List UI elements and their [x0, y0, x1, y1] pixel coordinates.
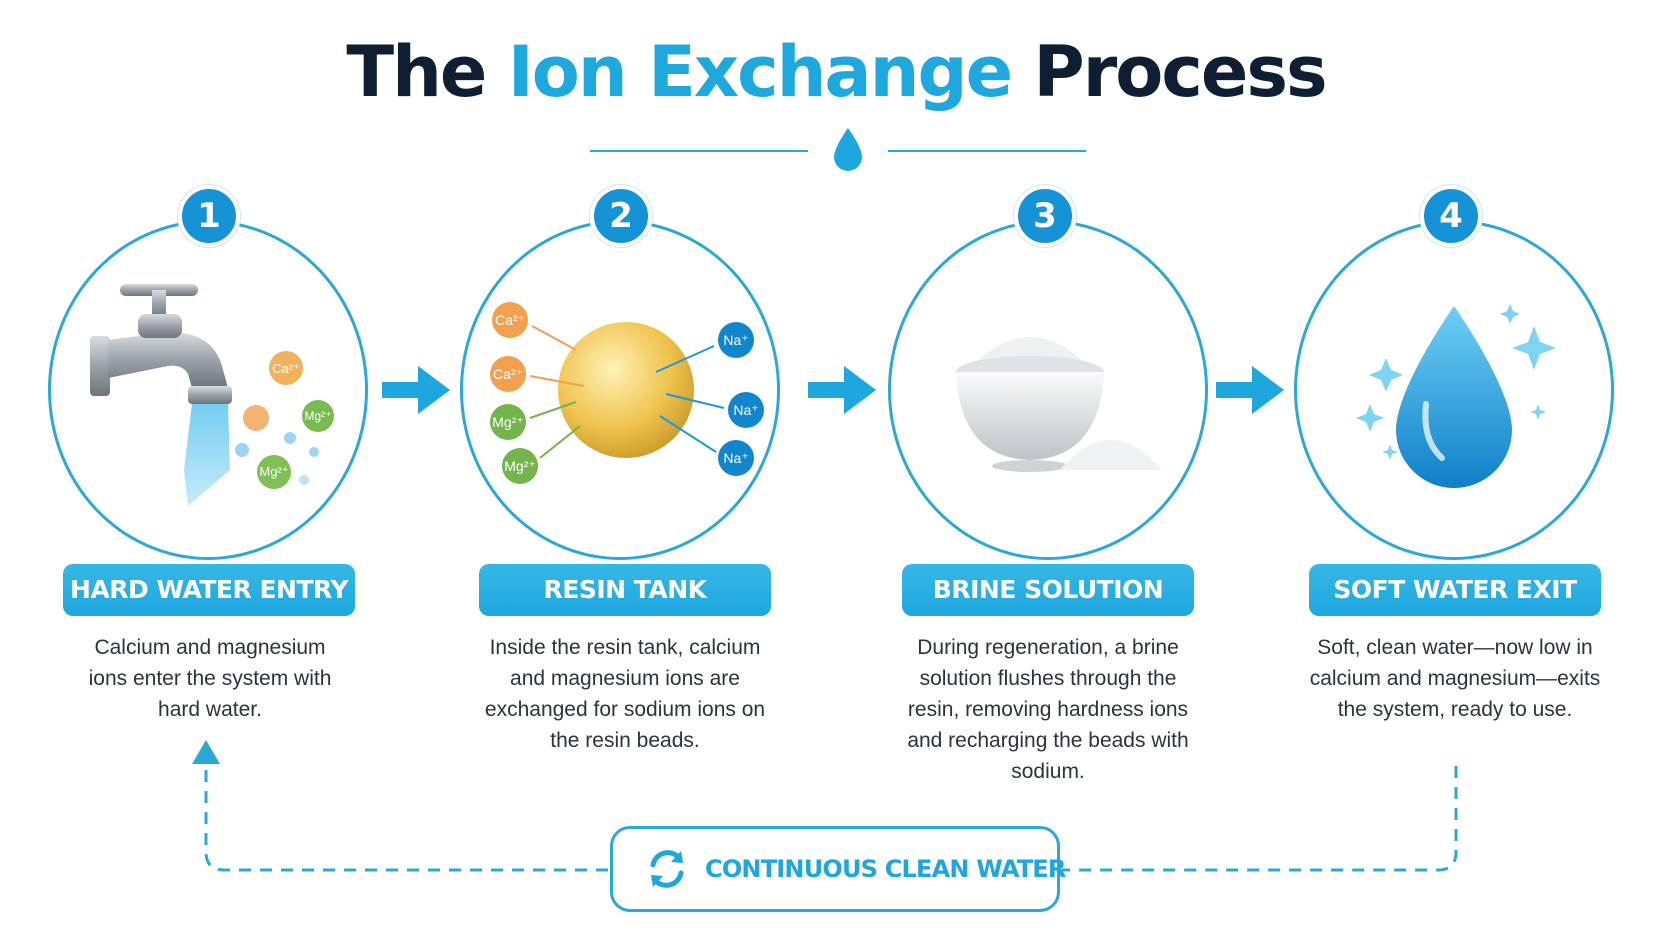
ion-ca-badge: Ca²⁺ — [272, 361, 300, 376]
ion-na-badge: Na⁺ — [733, 402, 759, 418]
cycle-pill: CONTINUOUS CLEAN WATER — [610, 826, 1066, 912]
arrow-right-icon — [382, 366, 450, 414]
step-1-number: 1 — [178, 185, 240, 247]
ion-na-badge: Na⁺ — [723, 450, 749, 466]
step-4-description: Soft, clean water—now low in calcium and… — [1309, 636, 1601, 721]
title-part-3: Process — [1011, 31, 1327, 113]
water-drop-icon — [1356, 304, 1556, 488]
recycle-icon — [650, 850, 684, 888]
arrow-right-icon — [1216, 366, 1284, 414]
cycle-label: CONTINUOUS CLEAN WATER — [705, 855, 1066, 883]
step-4-number: 4 — [1420, 185, 1482, 247]
arrow-right-icon — [808, 366, 876, 414]
step-3-label: BRINE SOLUTION — [902, 564, 1194, 616]
step-3-description: During regeneration, a brine solution fl… — [907, 636, 1189, 783]
step-2-description: Inside the resin tank, calcium and magne… — [484, 636, 766, 752]
ion-mg-badge: Mg²⁺ — [492, 414, 524, 430]
step-4-label: SOFT WATER EXIT — [1309, 564, 1601, 616]
title-drop-icon — [834, 128, 862, 171]
ion-na-badge: Na⁺ — [723, 332, 749, 348]
hard-water-ions — [235, 351, 334, 489]
faucet-icon — [90, 284, 232, 506]
ion-mg-badge: Mg²⁺ — [504, 458, 536, 474]
title-part-1: The — [346, 31, 508, 113]
step-3-number: 3 — [1014, 185, 1076, 247]
salt-bowl-icon — [956, 337, 1162, 472]
ion-mg-badge: Mg²⁺ — [259, 464, 289, 479]
step-2-label: RESIN TANK — [479, 564, 771, 616]
ion-ca-badge: Ca²⁺ — [493, 366, 523, 382]
step-1-label: HARD WATER ENTRY — [63, 564, 355, 616]
resin-bead-icon — [490, 302, 764, 484]
page-title: The Ion Exchange Process — [0, 22, 1672, 122]
step-1-description: Calcium and magnesium ions enter the sys… — [88, 636, 332, 721]
ion-mg-badge: Mg²⁺ — [304, 409, 332, 423]
title-part-2: Ion Exchange — [507, 31, 1013, 113]
step-2-number: 2 — [590, 185, 652, 247]
ion-ca-badge: Ca²⁺ — [495, 312, 525, 328]
